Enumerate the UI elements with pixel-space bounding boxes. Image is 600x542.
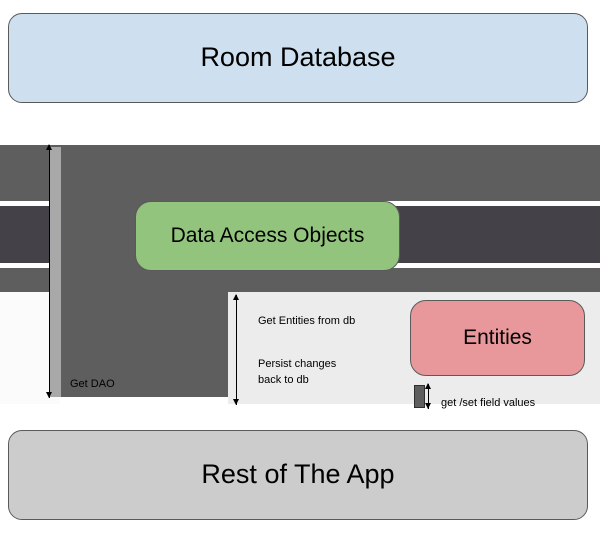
dao-activation-block xyxy=(60,145,228,397)
field-access-arrowhead-down xyxy=(425,403,431,409)
db-message-arrowhead-up xyxy=(233,294,239,300)
field-access-arrow-line xyxy=(428,384,429,409)
message-label-get-dao: Get DAO xyxy=(70,378,115,390)
message-label-get-set-field-values: get /set field values xyxy=(441,397,536,409)
db-message-arrow-line xyxy=(236,295,237,405)
node-entities[interactable]: Entities xyxy=(410,300,585,376)
room-database-activation-bar xyxy=(50,147,61,397)
node-rest-of-the-app-label: Rest of The App xyxy=(201,459,395,490)
node-data-access-objects-label: Data Access Objects xyxy=(170,223,365,247)
node-room-database[interactable]: Room Database xyxy=(8,13,588,103)
get-dao-arrowhead-down xyxy=(46,392,52,398)
db-message-arrowhead-down xyxy=(233,399,239,405)
field-access-arrowhead-up xyxy=(425,383,431,389)
get-dao-arrow-line xyxy=(49,145,50,398)
message-label-get-entities-from-db: Get Entities from db xyxy=(258,315,356,327)
node-entities-label: Entities xyxy=(463,325,532,349)
get-dao-arrowhead-up xyxy=(46,144,52,150)
node-rest-of-the-app[interactable]: Rest of The App xyxy=(8,430,588,520)
node-room-database-label: Room Database xyxy=(200,42,396,73)
message-label-persist-changes-back-to-db: Persist changes back to db xyxy=(258,358,337,386)
entities-activation-bar xyxy=(414,385,425,408)
node-data-access-objects[interactable]: Data Access Objects xyxy=(135,201,400,271)
